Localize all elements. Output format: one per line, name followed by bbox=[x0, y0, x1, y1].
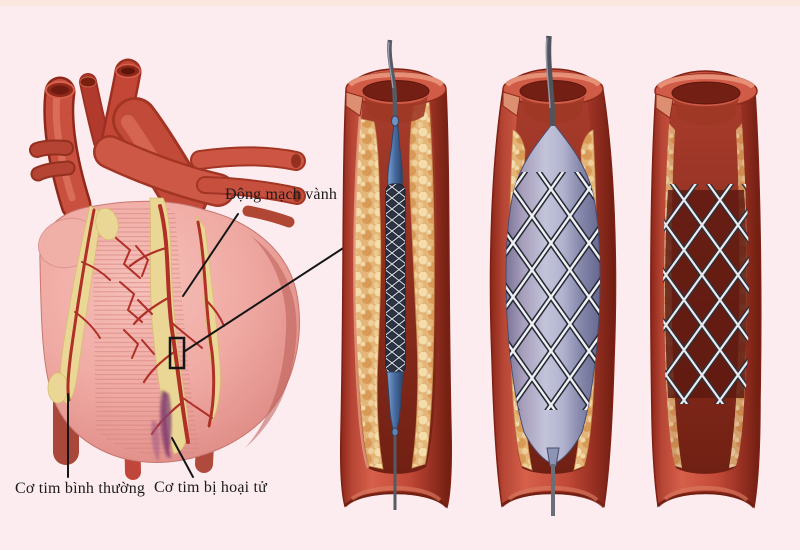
leader-lines bbox=[67, 213, 352, 478]
label-necrotic-heart-muscle: Cơ tim bị hoại tử bbox=[154, 479, 267, 496]
catheter-wire-top bbox=[545, 35, 555, 126]
panel-narrowed-artery-stent-inserted bbox=[340, 39, 452, 510]
deployed-stent-mesh bbox=[663, 184, 749, 404]
wall-cut-face bbox=[345, 91, 364, 117]
catheter-wire-top bbox=[387, 39, 398, 117]
leader-line-coronary-artery bbox=[182, 213, 239, 297]
heart-right-shading bbox=[245, 235, 297, 448]
plaque-right bbox=[409, 99, 435, 469]
coronary-arteries bbox=[66, 204, 225, 444]
leader-line-necrotic-muscle bbox=[171, 437, 194, 478]
panel-balloon-inflation bbox=[489, 35, 617, 516]
wall-cut-face bbox=[502, 91, 521, 117]
magnified-region-rectangle bbox=[168, 336, 186, 370]
label-normal-heart-muscle: Cơ tim bình thường bbox=[15, 480, 146, 497]
panel-stent-deployed bbox=[650, 70, 762, 509]
balloon-neck-lower bbox=[546, 447, 560, 467]
necrotic-myocardium bbox=[151, 390, 172, 462]
top-strip bbox=[0, 0, 800, 6]
wall-cut-face bbox=[655, 93, 674, 119]
label-coronary-artery: Động mạch vành bbox=[225, 186, 338, 203]
collapsed-stent-mesh bbox=[386, 184, 405, 374]
heart-illustration bbox=[29, 58, 306, 480]
expanded-stent-mesh bbox=[506, 172, 600, 410]
leader-line-magnification bbox=[184, 242, 352, 352]
